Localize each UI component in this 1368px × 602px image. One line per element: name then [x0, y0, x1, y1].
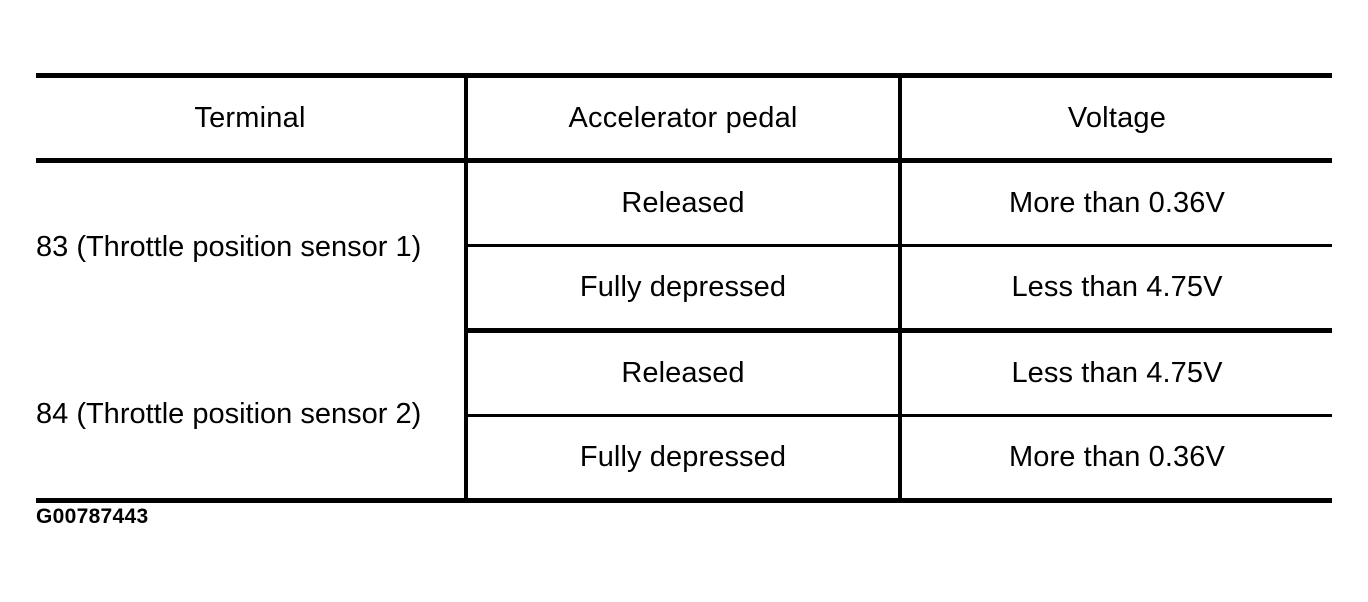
terminal-cell-84: 84 (Throttle position sensor 2) [36, 330, 468, 503]
table-body: 83 (Throttle position sensor 1) Released… [36, 160, 1332, 503]
column-header-accelerator-pedal: Accelerator pedal [466, 73, 902, 163]
table-row: 84 (Throttle position sensor 2) Released… [36, 330, 1332, 503]
column-header-voltage: Voltage [900, 73, 1332, 163]
pedal-cell: Released [466, 160, 902, 247]
figure-caption: G00787443 [36, 505, 149, 528]
terminal-cell-83: 83 (Throttle position sensor 1) [36, 160, 468, 331]
table-header-row: Terminal Accelerator pedal Voltage [36, 73, 1332, 163]
voltage-cell: More than 0.36V [900, 160, 1332, 247]
table-row: 83 (Throttle position sensor 1) Released… [36, 160, 1332, 331]
table-row: Fully depressed More than 0.36V [36, 415, 1332, 503]
spec-table: Terminal Accelerator pedal Voltage 83 (T… [36, 73, 1332, 503]
table-row: Fully depressed Less than 4.75V [36, 245, 1332, 333]
column-header-terminal: Terminal [36, 73, 468, 163]
pedal-cell: Fully depressed [466, 245, 902, 333]
pedal-cell: Fully depressed [466, 415, 902, 503]
pedal-cell: Released [466, 330, 902, 417]
voltage-cell: More than 0.36V [900, 415, 1332, 503]
voltage-cell: Less than 4.75V [900, 330, 1332, 417]
table-header: Terminal Accelerator pedal Voltage [36, 73, 1332, 163]
voltage-cell: Less than 4.75V [900, 245, 1332, 333]
